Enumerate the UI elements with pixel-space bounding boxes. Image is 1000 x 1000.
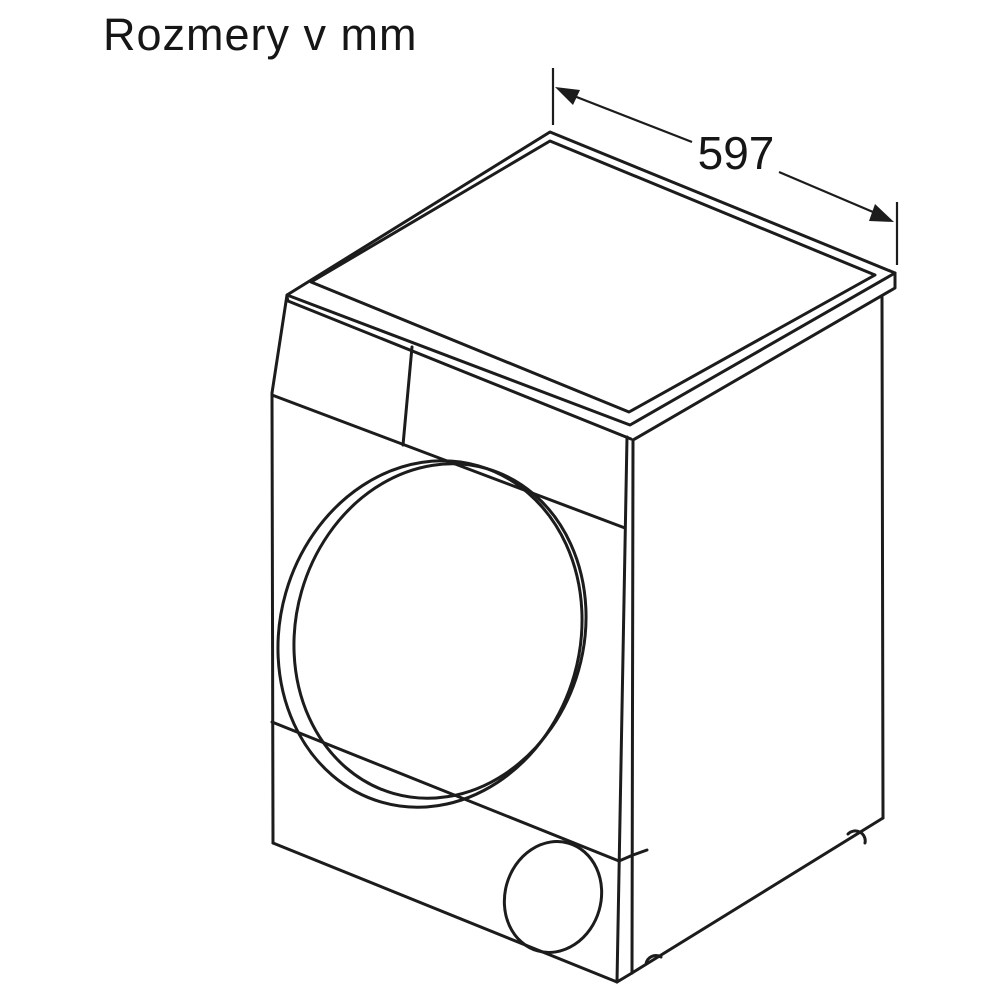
front-foot xyxy=(644,954,663,966)
rear-right-foot xyxy=(846,829,867,845)
bottom-corner-connector xyxy=(615,971,634,984)
dryer-outline xyxy=(270,130,897,984)
body-right-edge xyxy=(880,295,885,820)
arrowhead-left-icon xyxy=(555,87,580,105)
top-panel-outer-edge xyxy=(285,130,897,427)
dimension-line-upper xyxy=(573,94,693,144)
front-right-corner-edge xyxy=(615,435,629,984)
top-panel-inner-rim xyxy=(309,139,877,414)
base-strip-edge xyxy=(270,720,621,863)
filter-door-circle xyxy=(502,840,604,954)
body-left-edge xyxy=(270,293,289,845)
control-panel-divider xyxy=(401,345,414,447)
side-bottom-edge xyxy=(630,816,885,975)
worktop-edge-front-left xyxy=(285,295,633,441)
side-front-corner-edge xyxy=(630,438,635,975)
base-strip-corner-wrap xyxy=(617,848,649,863)
arrowhead-right-icon xyxy=(869,204,894,222)
worktop-edge-right xyxy=(631,271,897,442)
front-bottom-edge xyxy=(271,841,619,984)
dimension-value-label: 597 xyxy=(698,127,775,179)
width-dimension-annotation: 597 xyxy=(551,68,899,265)
dimension-line-lower xyxy=(778,170,874,214)
door-inner-ring xyxy=(292,462,588,800)
page-title: Rozmery v mm xyxy=(103,9,418,60)
